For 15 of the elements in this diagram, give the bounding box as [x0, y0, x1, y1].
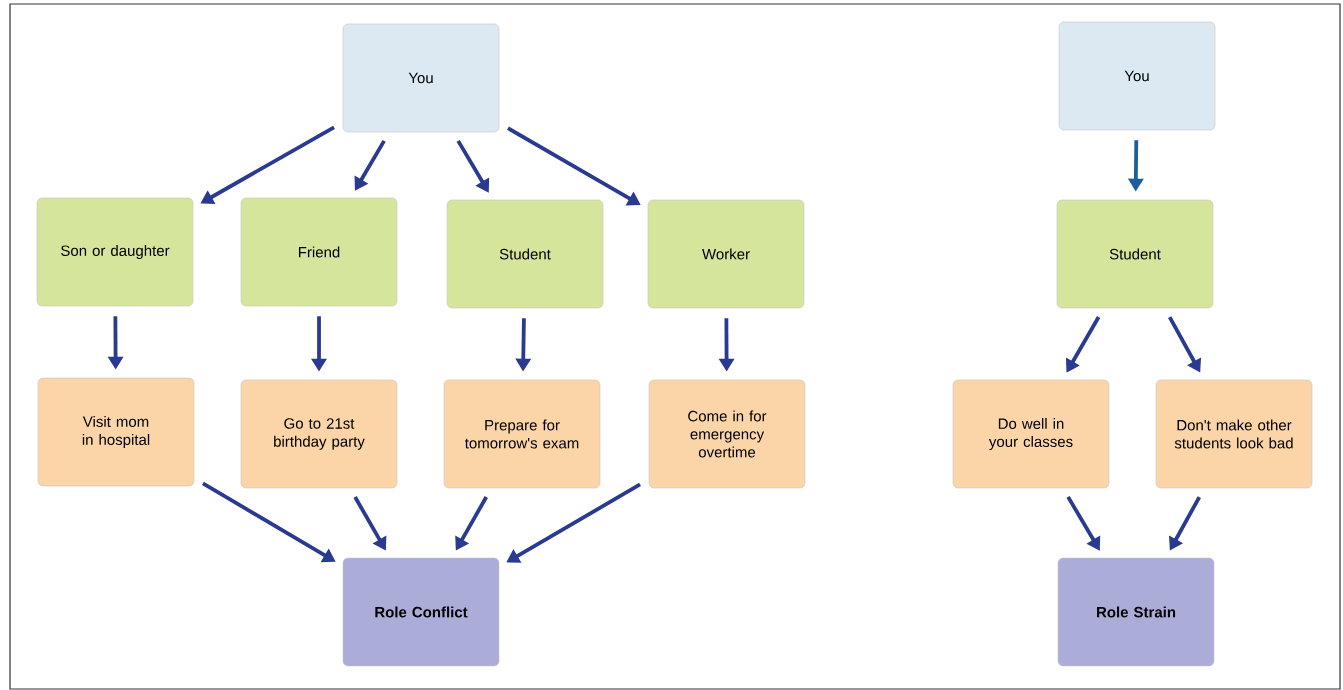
outcome-box: Role Strain [1057, 557, 1215, 667]
demand-box: Visit mom in hospital [37, 377, 195, 487]
role-box: Student [446, 199, 604, 309]
person-box: You [1058, 21, 1216, 131]
role-box: Son or daughter [36, 197, 194, 307]
outcome-box: Role Conflict [342, 557, 500, 667]
role-box: Student [1056, 199, 1214, 309]
demand-box: Don't make other students look bad [1155, 379, 1313, 489]
demand-box: Prepare for tomorrow's exam [443, 379, 601, 489]
role-box: Worker [647, 199, 805, 309]
person-box: You [342, 23, 500, 133]
role-box: Friend [240, 197, 398, 307]
demand-box: Go to 21st birthday party [240, 379, 398, 489]
demand-box: Do well in your classes [952, 379, 1110, 489]
demand-box: Come in for emergency overtime [648, 379, 806, 489]
